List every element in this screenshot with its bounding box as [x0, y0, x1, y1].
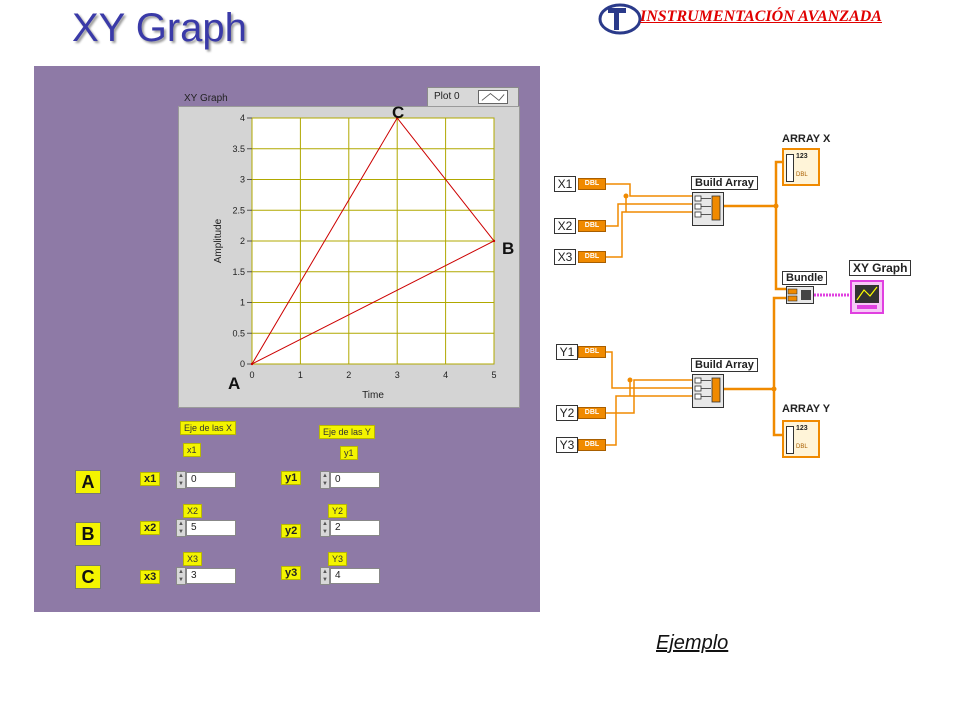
y1-dbl-tag: DBL [578, 346, 606, 358]
build-array-x-node[interactable] [692, 192, 724, 226]
xy-graph [178, 106, 520, 408]
build-array-y-label: Build Array [691, 358, 758, 372]
y3-dbl-tag: DBL [578, 439, 606, 451]
y2-caption: Y2 [328, 504, 348, 518]
y2-terminal[interactable]: Y2 [556, 405, 578, 421]
array-y-junction [771, 386, 777, 392]
y-wires [606, 351, 692, 446]
array-x-indicator[interactable]: 123 DBL [782, 148, 820, 186]
array-x-label: ARRAY X [782, 133, 831, 145]
array-index-icon [786, 154, 794, 182]
array-x-dbl: DBL [796, 172, 808, 178]
x-axis-group-caption: Eje de las X [180, 421, 237, 435]
array-index-icon [786, 426, 794, 454]
y2-input[interactable]: 2 [330, 520, 380, 536]
graph-title: XY Graph [184, 93, 228, 104]
y2-stepper[interactable]: ▲▼ [320, 519, 330, 537]
array-y-indicator[interactable]: 123 DBL [782, 420, 820, 458]
x1-dbl-tag: DBL [578, 178, 606, 190]
array-x-type: 123 [796, 153, 808, 160]
slide-title: XY Graph [72, 6, 247, 50]
x1-stepper[interactable]: ▲▼ [176, 471, 186, 489]
university-logo-icon [598, 3, 642, 35]
x1-terminal[interactable]: X1 [554, 176, 576, 192]
x1-label: x1 [140, 472, 161, 486]
build-array-y-node[interactable] [692, 374, 724, 408]
y3-terminal[interactable]: Y3 [556, 437, 578, 453]
x2-stepper[interactable]: ▲▼ [176, 519, 186, 537]
plot-legend[interactable]: Plot 0 [427, 87, 519, 107]
example-caption: Ejemplo [656, 632, 729, 654]
y-axis-group-caption: Eje de las Y [319, 425, 375, 439]
bundle-label: Bundle [782, 271, 828, 285]
y1-caption: y1 [340, 446, 358, 460]
x1-caption: x1 [183, 443, 201, 457]
x1-input[interactable]: 0 [186, 472, 236, 488]
array-y-dbl: DBL [796, 444, 808, 450]
x3-stepper[interactable]: ▲▼ [176, 567, 186, 585]
plot-line-swatch-icon [478, 90, 508, 104]
xy-graph-terminal-label: XY Graph [849, 260, 912, 276]
x2-input[interactable]: 5 [186, 520, 236, 536]
x3-dbl-tag: DBL [578, 251, 606, 263]
y3-label: y3 [281, 566, 302, 580]
x-wire-junction [623, 193, 629, 199]
x2-dbl-tag: DBL [578, 220, 606, 232]
array-y-label: ARRAY Y [782, 403, 831, 415]
y-wire-junction [627, 377, 633, 383]
x3-terminal[interactable]: X3 [554, 249, 576, 265]
x-wires [606, 183, 692, 258]
bundle-icon [787, 288, 811, 302]
xy-graph-terminal[interactable] [850, 280, 884, 314]
x2-caption: X2 [183, 504, 203, 518]
x3-label: x3 [140, 570, 161, 584]
y1-stepper[interactable]: ▲▼ [320, 471, 330, 489]
y1-label: y1 [281, 471, 302, 485]
point-a-label: A [75, 470, 101, 494]
plot-legend-label: Plot 0 [434, 91, 460, 102]
y1-terminal[interactable]: Y1 [556, 344, 578, 360]
point-b-label: B [75, 522, 101, 546]
x3-caption: X3 [183, 552, 203, 566]
x2-label: x2 [140, 521, 161, 535]
y1-input[interactable]: 0 [330, 472, 380, 488]
array-x-junction [773, 203, 779, 209]
array-y-type: 123 [796, 425, 808, 432]
point-c-label: C [75, 565, 101, 589]
x3-input[interactable]: 3 [186, 568, 236, 584]
build-array-icon [694, 195, 721, 221]
bundle-node[interactable] [786, 286, 814, 304]
build-array-x-label: Build Array [691, 176, 758, 190]
y3-caption: Y3 [328, 552, 348, 566]
build-array-icon [694, 377, 721, 403]
y3-stepper[interactable]: ▲▼ [320, 567, 330, 585]
y2-dbl-tag: DBL [578, 407, 606, 419]
y2-label: y2 [281, 524, 302, 538]
x2-terminal[interactable]: X2 [554, 218, 576, 234]
y3-input[interactable]: 4 [330, 568, 380, 584]
brand-banner: INSTRUMENTACIÓN AVANZADA [640, 8, 882, 25]
xy-graph-icon [855, 285, 879, 309]
